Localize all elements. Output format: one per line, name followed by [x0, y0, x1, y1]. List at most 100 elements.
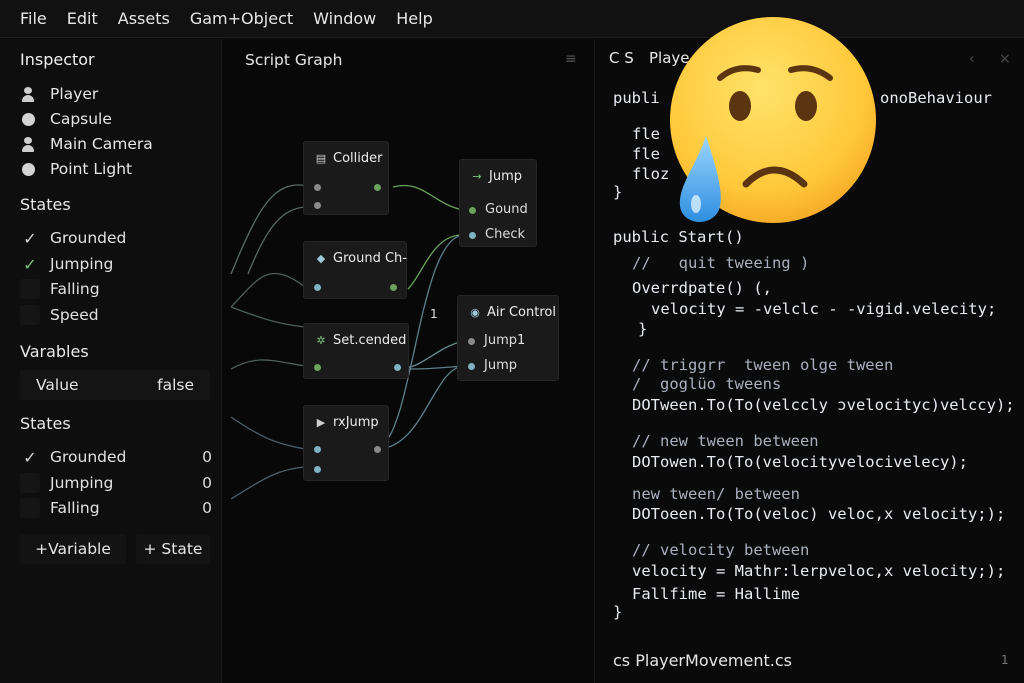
- hierarchy-item-capsule[interactable]: Capsule: [20, 110, 112, 128]
- code-line: DOTowen.To(To(velocityvelocivelecy);: [632, 453, 968, 471]
- code-line: Overrdpate() (,: [632, 279, 772, 297]
- state-label: Grounded: [50, 229, 127, 247]
- state-label: Falling: [50, 280, 100, 298]
- code-line: DOTween.To(To(velccly ɔvelocityc)velccy)…: [632, 396, 1015, 414]
- node-title: Collider: [333, 151, 383, 166]
- code-comment: / goglüo tweens: [632, 375, 782, 393]
- code-line: }: [613, 183, 623, 201]
- output-port[interactable]: [374, 446, 381, 453]
- tab-file[interactable]: Playe: [649, 49, 690, 67]
- code-line: velocity = Mathr:lerpveloc,x velocity;);: [632, 562, 1006, 580]
- node-title: Ground Ch-: [333, 251, 407, 266]
- line-count: 1: [1001, 653, 1009, 667]
- state-grounded-count[interactable]: ✓ Grounded 0: [20, 447, 212, 467]
- variables-heading: Varables: [20, 342, 89, 361]
- code-line: floz: [632, 165, 670, 183]
- menu-gameobject[interactable]: Gam+Object: [189, 9, 294, 28]
- menu-file[interactable]: File: [20, 9, 47, 28]
- state-jumping[interactable]: ✓ Jumping: [20, 254, 212, 274]
- state-count: 0: [202, 474, 212, 492]
- state-label: Falling: [50, 499, 100, 517]
- node-header: → Jump: [470, 169, 522, 184]
- variable-row[interactable]: Value false: [20, 370, 210, 400]
- hierarchy-item-player[interactable]: Player: [20, 85, 98, 103]
- node-header: ◉ Air Control: [468, 305, 556, 320]
- script-graph-panel: Script Graph ≡ 1 ▤ Collider ◆ Ground Ch-…: [223, 39, 593, 683]
- dot-icon: [20, 111, 36, 127]
- input-port[interactable]: [314, 184, 321, 191]
- port-label: Jump: [484, 358, 517, 373]
- menu-edit[interactable]: Edit: [66, 9, 98, 28]
- node-rxjump[interactable]: ▶ rxJump: [303, 405, 389, 481]
- node-collider[interactable]: ▤ Collider: [303, 141, 389, 215]
- person-icon: [20, 136, 36, 152]
- input-port[interactable]: [314, 202, 321, 209]
- state-jumping-count[interactable]: Jumping 0: [20, 473, 212, 493]
- output-port[interactable]: [394, 364, 401, 371]
- back-icon[interactable]: ‹: [969, 51, 975, 67]
- inspector-panel: Inspector Player Capsule Main Camera Poi…: [0, 39, 222, 683]
- code-line: Fallfime = Hallime: [632, 585, 800, 603]
- graph-number-label: 1: [430, 307, 438, 321]
- inspector-title: Inspector: [20, 50, 95, 69]
- input-port[interactable]: [314, 466, 321, 473]
- menu-assets[interactable]: Assets: [117, 9, 170, 28]
- input-port[interactable]: [314, 446, 321, 453]
- input-port[interactable]: [468, 338, 475, 345]
- input-port[interactable]: [469, 232, 476, 239]
- node-header: ✲ Set.cended: [314, 333, 406, 348]
- hierarchy-item-label: Player: [50, 85, 99, 103]
- node-set-grounded[interactable]: ✲ Set.cended: [303, 323, 409, 379]
- check-icon[interactable]: ✓: [23, 447, 37, 467]
- output-port[interactable]: [374, 184, 381, 191]
- add-state-button[interactable]: + State: [136, 534, 210, 564]
- port-label: Jump1: [484, 333, 526, 348]
- variable-value[interactable]: false: [157, 376, 194, 394]
- input-port[interactable]: [314, 364, 321, 371]
- port-label: Check: [485, 227, 525, 242]
- code-line: velocity = -velclc - -vigid.velecity;: [651, 300, 997, 318]
- node-header: ▤ Collider: [314, 151, 383, 166]
- code-line: DOToeen.To(To(veloc) veloc,x velocity;);: [632, 505, 1006, 523]
- state-grounded[interactable]: ✓ Grounded: [20, 228, 212, 248]
- close-icon[interactable]: ×: [999, 51, 1011, 67]
- node-air-control[interactable]: ◉ Air Control Jump1 Jump: [457, 295, 559, 381]
- node-title: Set.cended: [333, 333, 407, 348]
- output-port[interactable]: [390, 284, 397, 291]
- input-port[interactable]: [468, 363, 475, 370]
- state-count: 0: [202, 448, 212, 466]
- checkbox-empty[interactable]: [20, 279, 40, 299]
- check-icon[interactable]: ✓: [23, 254, 37, 274]
- code-comment: // triggrr tween olge tween: [632, 356, 894, 374]
- input-port[interactable]: [314, 284, 321, 291]
- menu-help[interactable]: Help: [396, 9, 433, 28]
- code-comment: // new tween between: [632, 432, 819, 450]
- hierarchy-item-label: Capsule: [50, 110, 112, 128]
- checkbox-empty[interactable]: [20, 305, 40, 325]
- code-line: }: [613, 603, 623, 621]
- circle-icon: ◉: [470, 306, 480, 319]
- graph-menu-icon[interactable]: ≡: [565, 51, 577, 67]
- checkbox-empty[interactable]: [20, 498, 40, 518]
- check-icon[interactable]: ✓: [23, 228, 37, 248]
- port-label: Gound: [485, 202, 528, 217]
- variable-name: Value: [36, 376, 79, 394]
- hierarchy-item-point-light[interactable]: Point Light: [20, 160, 132, 178]
- node-ground-check[interactable]: ◆ Ground Ch-: [303, 241, 407, 299]
- code-line: }: [638, 320, 648, 338]
- sad-face-emoji-icon: [670, 17, 876, 223]
- input-port[interactable]: [469, 207, 476, 214]
- hierarchy-item-main-camera[interactable]: Main Camera: [20, 135, 153, 153]
- dot-icon: [20, 161, 36, 177]
- add-variable-button[interactable]: +Variable: [20, 534, 126, 564]
- state-speed[interactable]: Speed: [20, 305, 212, 325]
- menu-window[interactable]: Window: [313, 9, 377, 28]
- node-title: rxJump: [333, 415, 379, 430]
- node-header: ▶ rxJump: [314, 415, 379, 430]
- person-icon: [20, 86, 36, 102]
- checkbox-empty[interactable]: [20, 473, 40, 493]
- state-label: Speed: [50, 306, 99, 324]
- node-jump[interactable]: → Jump Gound Check: [459, 159, 537, 247]
- state-falling[interactable]: Falling: [20, 279, 212, 299]
- state-falling-count[interactable]: Falling 0: [20, 498, 212, 518]
